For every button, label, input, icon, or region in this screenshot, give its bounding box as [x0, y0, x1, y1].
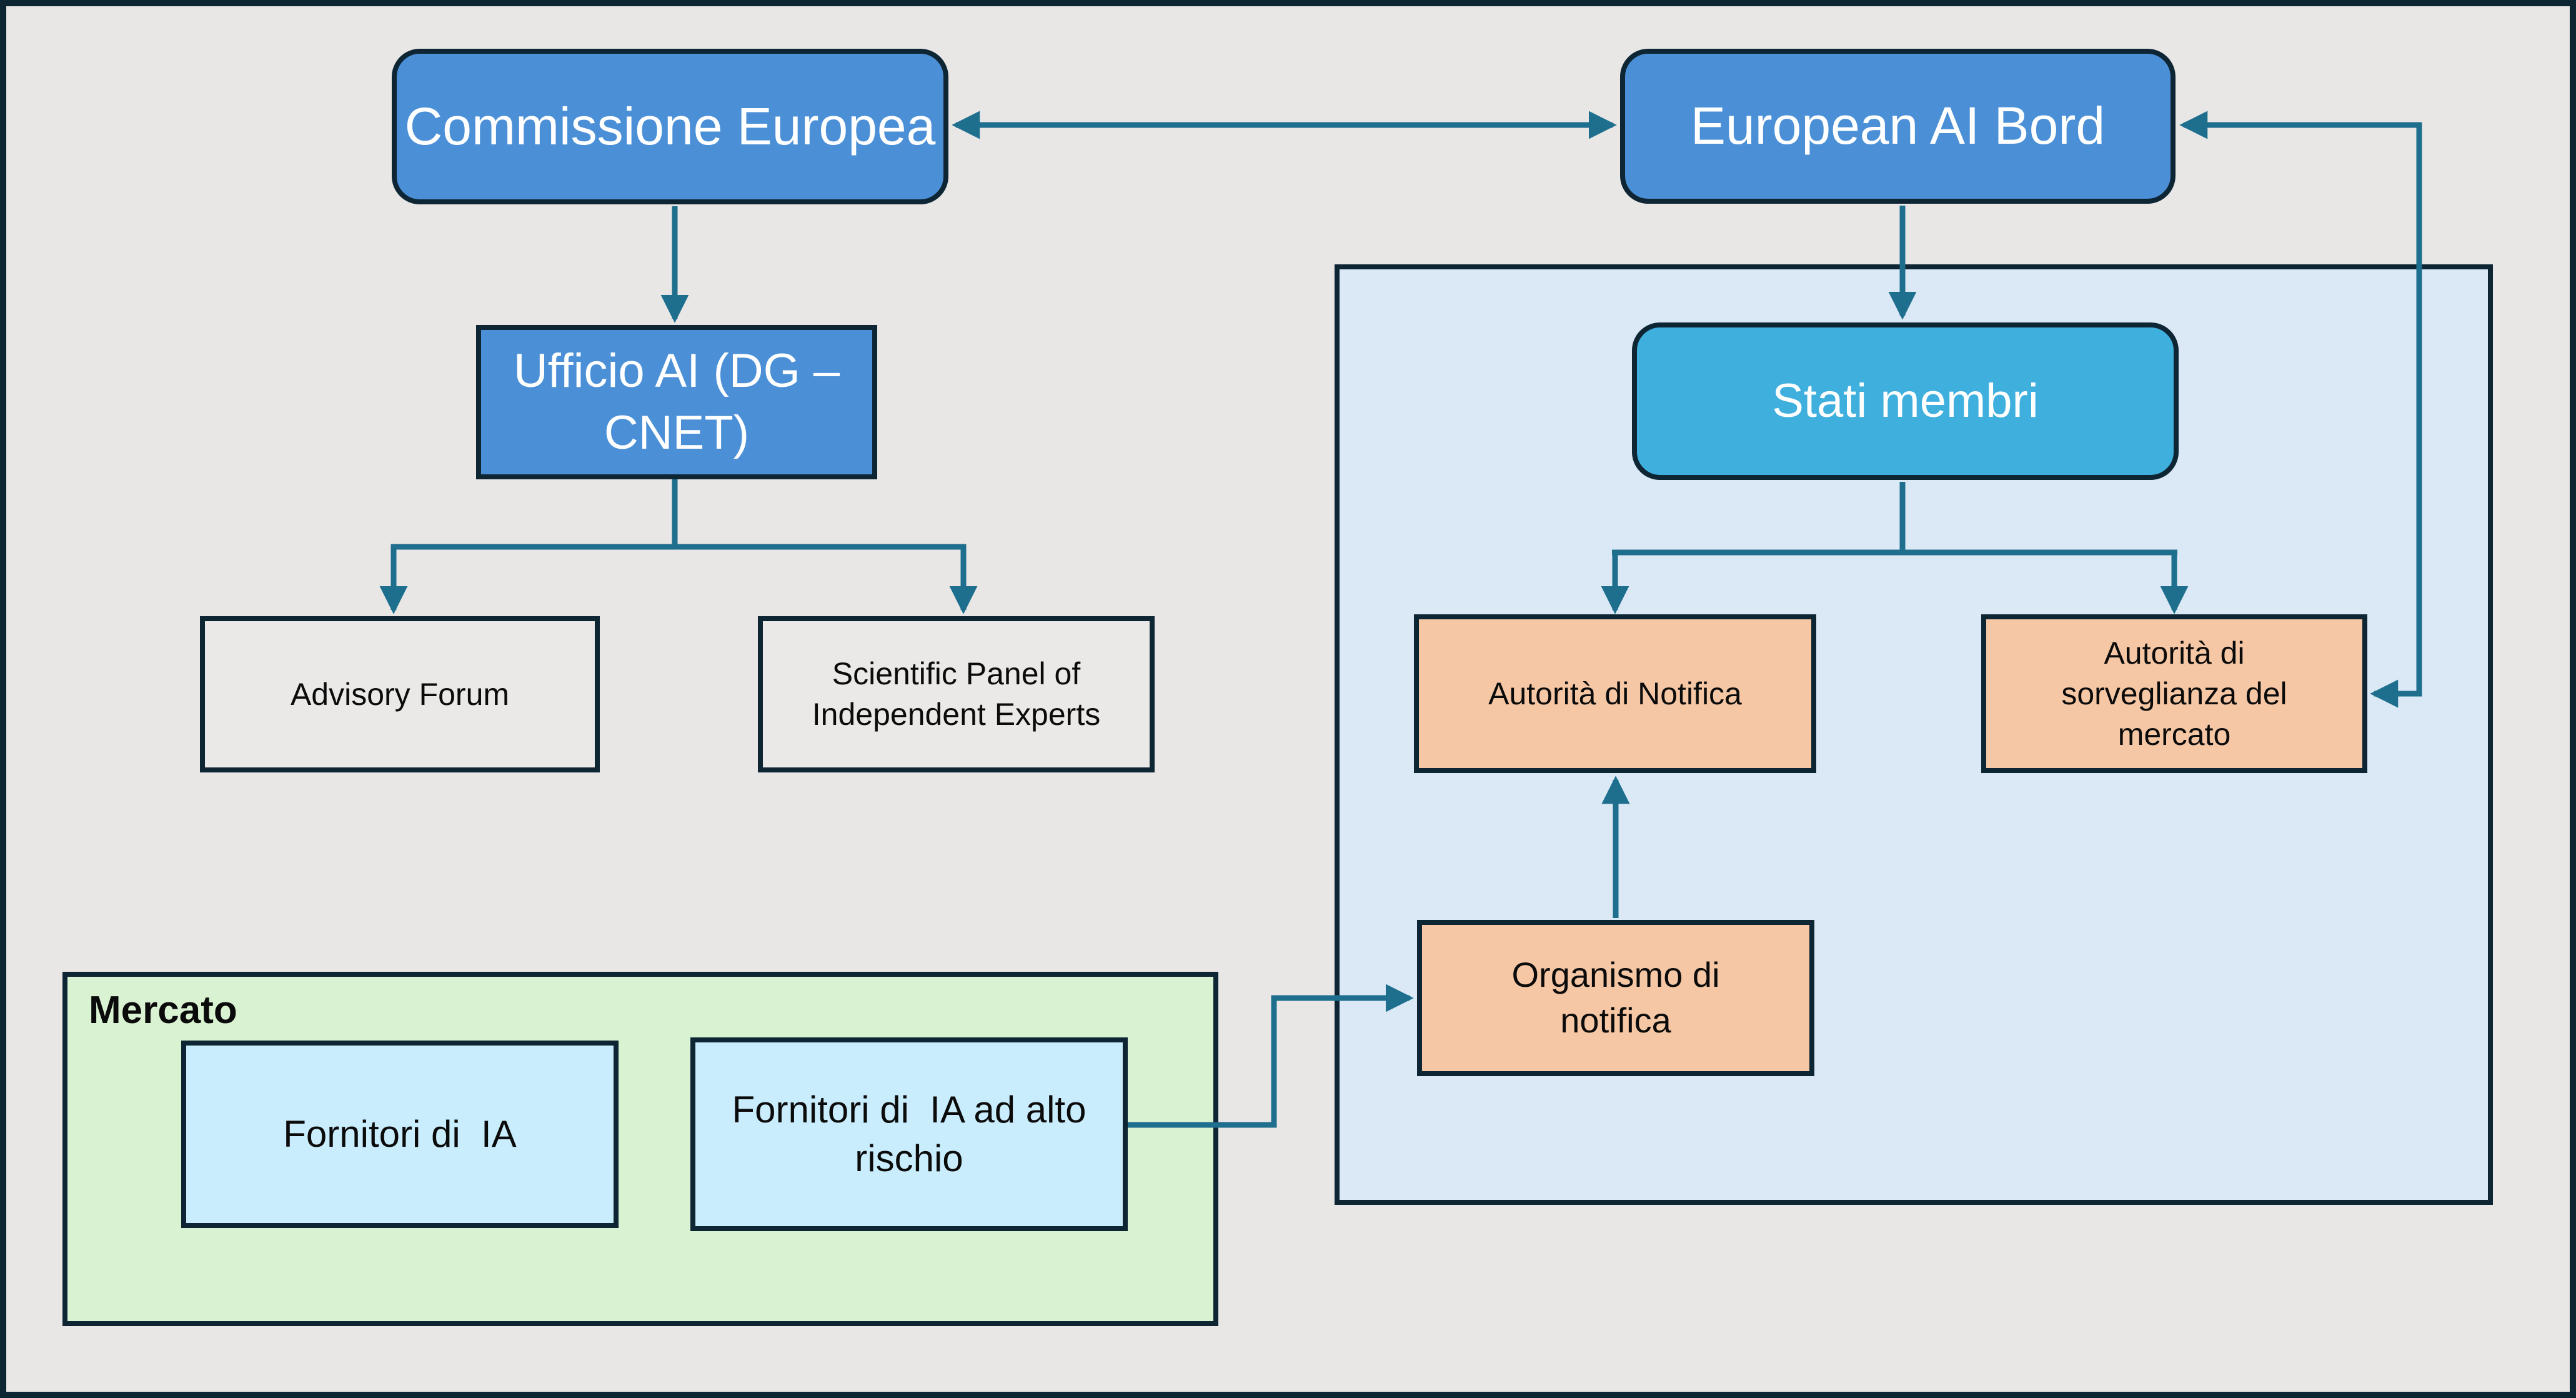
- node-autorita-di-notifica-label: Autorità di Notifica: [1488, 676, 1742, 711]
- node-stati-membri-label: Stati membri: [1772, 374, 2039, 427]
- node-fornitori-di-ia: Fornitori di IA: [181, 1041, 619, 1228]
- node-european-ai-board-label: European AI Bord: [1690, 96, 2106, 156]
- node-advisory-forum: Advisory Forum: [200, 616, 600, 772]
- node-organismo-di-notifica: Organismo di notifica: [1417, 920, 1814, 1076]
- arrow-european-sorveglianza-loop: [2179, 111, 2422, 708]
- node-scientific-panel: Scientific Panel of Independent Experts: [758, 616, 1155, 772]
- mercato-panel-title: Mercato: [89, 989, 237, 1032]
- node-commissione-europea: Commissione Europea: [392, 49, 948, 204]
- node-ufficio-ai: Ufficio AI (DG – CNET): [476, 325, 877, 479]
- node-fornitori-ia-alto-rischio: Fornitori di IA ad alto rischio: [690, 1037, 1128, 1231]
- node-fornitori-ia-alto-rischio-label: Fornitori di IA ad alto rischio: [732, 1089, 1097, 1179]
- node-fornitori-di-ia-label: Fornitori di IA: [283, 1113, 517, 1155]
- node-ufficio-ai-label: Ufficio AI (DG – CNET): [513, 344, 853, 459]
- node-commissione-europea-label: Commissione Europea: [404, 96, 936, 156]
- node-autorita-di-notifica: Autorità di Notifica: [1414, 614, 1816, 773]
- node-stati-membri: Stati membri: [1632, 322, 2179, 480]
- node-scientific-panel-label: Scientific Panel of Independent Experts: [812, 656, 1101, 732]
- node-organismo-di-notifica-label: Organismo di notifica: [1511, 955, 1730, 1040]
- node-autorita-sorveglianza-mercato-label: Autorità di sorveglianza del mercato: [2061, 635, 2296, 752]
- node-advisory-forum-label: Advisory Forum: [290, 676, 510, 712]
- node-european-ai-board: European AI Bord: [1620, 49, 2176, 204]
- node-autorita-sorveglianza-mercato: Autorità di sorveglianza del mercato: [1981, 614, 2367, 773]
- arrow-fornitori-to-organismo: [1128, 984, 1414, 1128]
